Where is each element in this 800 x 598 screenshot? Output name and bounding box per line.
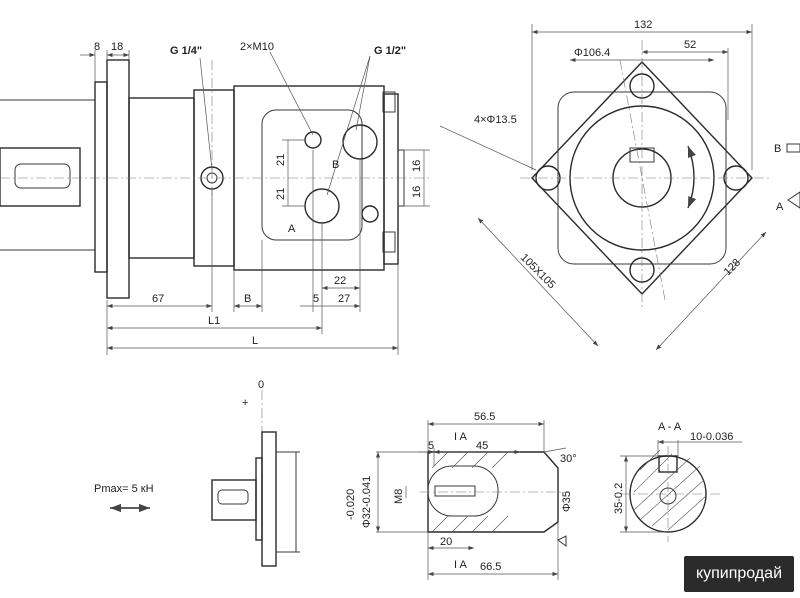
label-dim-52: 52 <box>684 39 696 51</box>
shaft-detail: 56.5 I A 5 45 30° -0.020 Φ32-0.041 M8 Φ3… <box>345 411 577 580</box>
label-dim-d106: Φ106.4 <box>574 47 610 59</box>
label-tol-2: Φ32-0.041 <box>361 476 373 528</box>
label-zero: 0 <box>258 379 264 391</box>
label-dim-5b: 5 <box>428 440 434 452</box>
shaft-hatch <box>431 451 509 533</box>
label-dim-67: 67 <box>152 293 164 305</box>
label-m8: M8 <box>393 489 405 504</box>
label-dim-22: 22 <box>334 275 346 287</box>
label-pmax: Pmax= 5 кН <box>94 483 154 495</box>
label-section-aa: A - A <box>658 421 682 433</box>
label-tol-1: -0.020 <box>345 489 357 520</box>
label-dim-21a: 21 <box>275 154 287 166</box>
rotation-arrow <box>687 145 697 209</box>
label-dim-30deg: 30° <box>560 453 577 465</box>
label-sec-i-a-top: I A <box>454 431 468 443</box>
label-port-a: A <box>288 223 296 235</box>
label-dim-21b: 21 <box>275 188 287 200</box>
label-key-tol: 10-0.036 <box>690 431 733 443</box>
label-dim-18: 18 <box>111 41 123 53</box>
label-dim-16b: 16 <box>411 186 423 198</box>
load-diagram: Pmax= 5 кН 0 + <box>94 379 300 567</box>
label-holes-4x: 4×Φ13.5 <box>474 114 517 126</box>
label-dim-8: 8 <box>94 41 100 53</box>
label-dim-l: L <box>252 335 258 347</box>
label-dim-105: 105X105 <box>518 252 558 292</box>
watermark-badge: купипродай <box>683 556 794 592</box>
label-side-a: A <box>776 201 784 213</box>
label-dim-66-5: 66.5 <box>480 561 501 573</box>
label-sec-i-a-bot: I A <box>454 559 468 571</box>
section-aa: A - A 10-0.036 35-0.2 <box>613 421 742 542</box>
label-port-b: B <box>332 159 339 171</box>
label-dim-56-5: 56.5 <box>474 411 495 423</box>
label-dim-20: 20 <box>440 536 452 548</box>
port-b <box>342 124 378 160</box>
section-hatch <box>633 449 707 531</box>
label-dim-27: 27 <box>338 293 350 305</box>
label-plus: + <box>242 397 248 409</box>
label-dim-45: 45 <box>476 440 488 452</box>
front-view: 132 Φ106.4 52 4×Φ13.5 B A 105X105 128 <box>439 19 800 351</box>
label-dim-132: 132 <box>634 19 652 31</box>
label-dim-5: 5 <box>313 293 319 305</box>
port-a <box>304 188 340 224</box>
mounting-flange <box>94 81 108 273</box>
label-bolts-2m10: 2×M10 <box>240 41 274 53</box>
side-view: 8 18 G 1/4" 2×M10 G 1/2" 21 21 B A 16 16… <box>0 41 430 355</box>
label-dim-16a: 16 <box>411 160 423 172</box>
label-dim-l1: L1 <box>208 315 220 327</box>
shaft <box>0 147 81 207</box>
label-dim-b: B <box>244 293 251 305</box>
label-key-depth: 35-0.2 <box>613 483 625 514</box>
label-port-g12: G 1/2" <box>374 45 406 57</box>
label-d35: Φ35 <box>561 491 573 512</box>
label-port-g14: G 1/4" <box>170 45 202 57</box>
label-side-b: B <box>774 143 781 155</box>
